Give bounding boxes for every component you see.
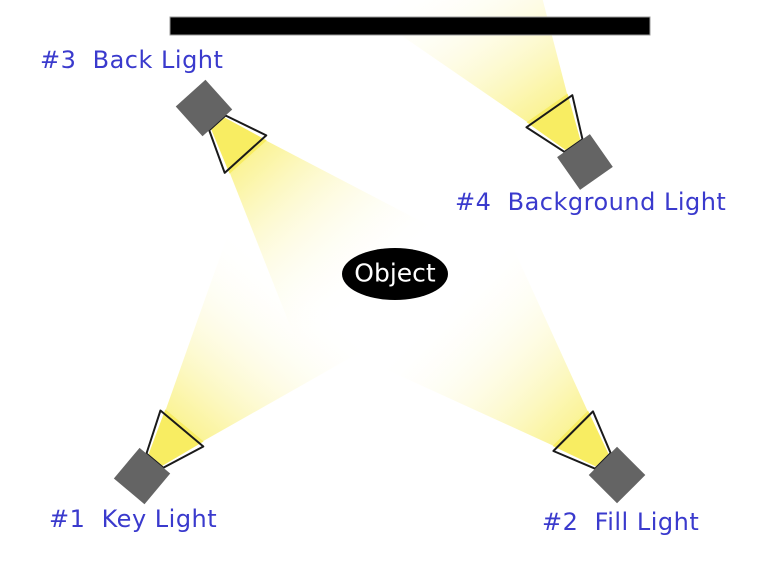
object-ellipse bbox=[342, 248, 448, 300]
key-light-label: #1 Key Light bbox=[49, 505, 218, 533]
fill-light-label: #2 Fill Light bbox=[542, 508, 700, 536]
backdrop-bar bbox=[169, 16, 651, 36]
background-light-label: #4 Background Light bbox=[455, 188, 727, 216]
back-light-label: #3 Back Light bbox=[40, 46, 224, 74]
object-label: Object bbox=[354, 258, 436, 288]
